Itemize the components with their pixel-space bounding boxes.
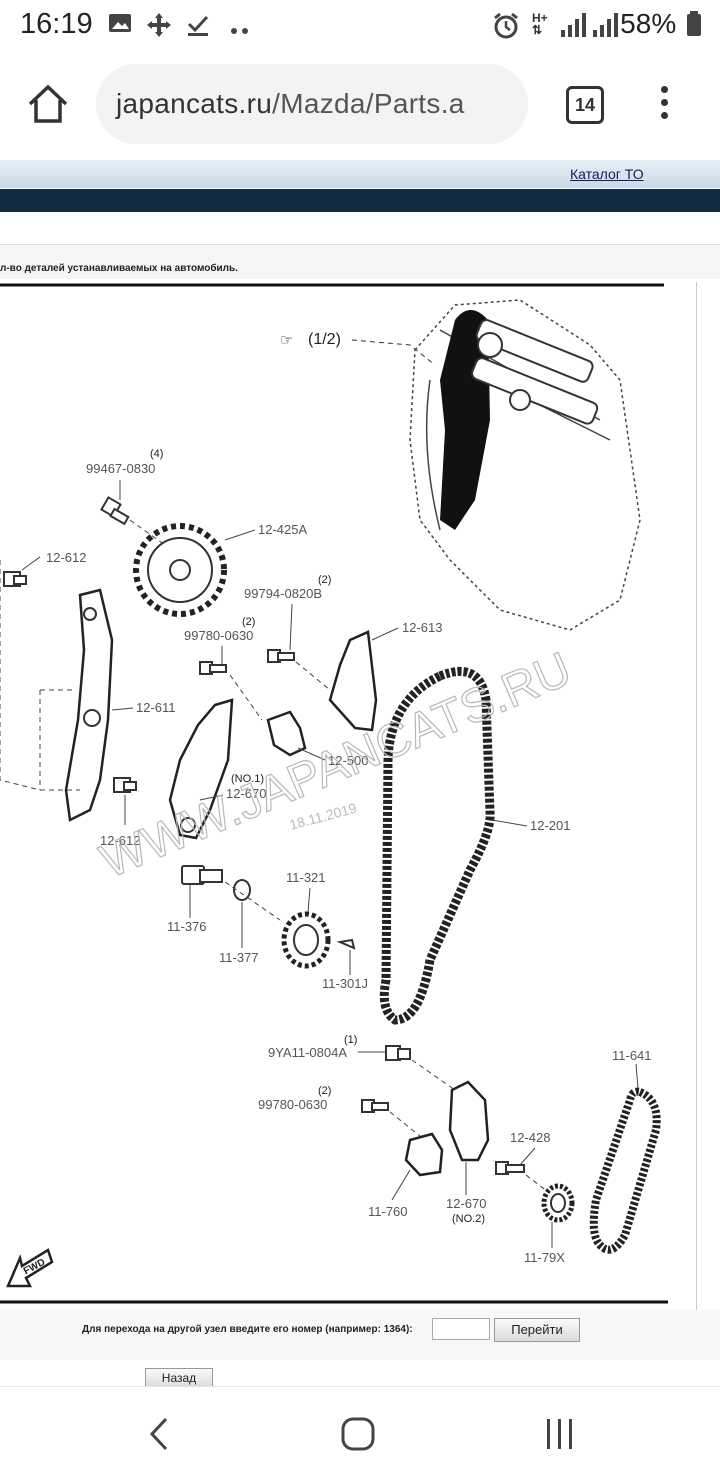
battery-icon bbox=[687, 11, 701, 36]
url-path: /Mazda/Parts.a bbox=[272, 88, 465, 119]
label-no2: (NO.2) bbox=[452, 1213, 485, 1225]
qty-99794: (2) bbox=[318, 574, 331, 586]
browser-toolbar: japancats.ru/Mazda/Parts.a 14 bbox=[0, 62, 720, 148]
nav-back-icon[interactable] bbox=[146, 1417, 172, 1456]
label-12-611[interactable]: 12-611 bbox=[136, 700, 176, 715]
label-11-376[interactable]: 11-376 bbox=[167, 919, 207, 934]
pivot-bolt-12-612-upper bbox=[3, 571, 27, 587]
label-ref[interactable]: (1/2) bbox=[308, 331, 341, 348]
label-12-500[interactable]: 12-500 bbox=[328, 753, 368, 768]
qty-99780-upper: (2) bbox=[242, 616, 255, 628]
plug-9ya11 bbox=[385, 1045, 411, 1061]
status-bar: 16:19 H+⇅ 58% bbox=[0, 0, 720, 50]
goto-node-form: Для перехода на другой узел введите его … bbox=[0, 1310, 720, 1360]
label-99780-0630-lower[interactable]: 99780-0630 bbox=[258, 1097, 327, 1112]
label-12-613[interactable]: 12-613 bbox=[402, 620, 442, 635]
sprocket-12-425a[interactable] bbox=[133, 523, 227, 617]
label-99467-0830[interactable]: 99467-0830 bbox=[86, 461, 155, 476]
label-11-760[interactable]: 11-760 bbox=[368, 1204, 408, 1219]
label-12-201[interactable]: 12-201 bbox=[530, 818, 570, 833]
oil-pump-chain-11-641[interactable] bbox=[589, 1087, 661, 1254]
label-12-612-upper[interactable]: 12-612 bbox=[46, 550, 86, 565]
bolt-99467 bbox=[100, 496, 130, 526]
washer-11-377 bbox=[233, 879, 251, 901]
catalog-to-link[interactable]: Каталог ТО bbox=[570, 166, 644, 182]
download-done-icon bbox=[186, 12, 210, 42]
site-banner: Каталог ТО bbox=[0, 160, 720, 188]
label-11-301j[interactable]: 11-301J bbox=[322, 976, 368, 991]
move-icon bbox=[146, 12, 172, 44]
bolt-99780-lower bbox=[361, 1099, 389, 1113]
bolt-11-376 bbox=[181, 865, 223, 885]
goto-button[interactable]: Перейти bbox=[494, 1318, 580, 1342]
label-11-377[interactable]: 11-377 bbox=[219, 950, 259, 965]
fwd-arrow-icon bbox=[6, 1248, 54, 1288]
status-time: 16:19 bbox=[20, 8, 93, 40]
label-12-428[interactable]: 12-428 bbox=[510, 1130, 550, 1145]
chain-guide-12-613[interactable] bbox=[328, 630, 378, 732]
chain-guide-12-611[interactable] bbox=[64, 588, 114, 822]
browser-menu-button[interactable] bbox=[654, 86, 674, 126]
node-number-input[interactable] bbox=[432, 1318, 490, 1340]
label-12-425a[interactable]: 12-425A bbox=[258, 522, 307, 537]
image-icon bbox=[108, 12, 132, 40]
crank-sprocket-11-321[interactable] bbox=[281, 911, 331, 969]
bolt-12-428 bbox=[495, 1161, 525, 1175]
tabs-button[interactable]: 14 bbox=[566, 86, 604, 124]
label-11-641[interactable]: 11-641 bbox=[612, 1048, 652, 1063]
info-text: л-во деталей устанавливаемых на автомоби… bbox=[0, 263, 238, 274]
qty-99780-lower: (2) bbox=[318, 1085, 331, 1097]
label-99794-0820b[interactable]: 99794-0820B bbox=[244, 586, 322, 601]
parts-diagram: ☞ (1/2) (4) 99467-0830 12-425A 12-612 12… bbox=[0, 282, 697, 1311]
alarm-icon bbox=[492, 12, 520, 46]
site-navbar bbox=[0, 189, 720, 212]
tensioner-11-760[interactable] bbox=[404, 1132, 444, 1177]
data-icon: H+⇅ bbox=[532, 11, 548, 37]
battery-percent: 58% bbox=[620, 8, 677, 39]
address-bar[interactable]: japancats.ru/Mazda/Parts.a bbox=[96, 64, 528, 144]
home-button[interactable] bbox=[26, 82, 70, 126]
qty-9ya11: (1) bbox=[344, 1034, 357, 1046]
label-11-321[interactable]: 11-321 bbox=[286, 870, 326, 885]
home-icon bbox=[28, 84, 68, 123]
bolt-99780-upper bbox=[199, 661, 227, 675]
label-9ya11-0804a[interactable]: 9YA11-0804A bbox=[268, 1045, 347, 1060]
bolt-99794 bbox=[267, 649, 295, 663]
camshafts bbox=[471, 319, 599, 425]
label-no1: (NO.1) bbox=[231, 773, 264, 785]
nav-recents-icon[interactable] bbox=[544, 1417, 576, 1456]
label-12-670-no2[interactable]: 12-670 bbox=[446, 1196, 486, 1211]
ref-arrow-icon: ☞ bbox=[280, 332, 293, 349]
tensioner-arm-12-670-no1[interactable] bbox=[168, 698, 234, 840]
label-99780-0630-upper[interactable]: 99780-0630 bbox=[184, 628, 253, 643]
label-11-79x[interactable]: 11-79X bbox=[524, 1250, 565, 1265]
signal-icon bbox=[560, 12, 586, 44]
nav-home-icon[interactable] bbox=[340, 1417, 376, 1456]
more-dots-icon bbox=[230, 16, 250, 42]
info-bar: л-во деталей устанавливаемых на автомоби… bbox=[0, 244, 720, 279]
tensioner-12-500[interactable] bbox=[266, 710, 307, 757]
label-12-612-lower[interactable]: 12-612 bbox=[100, 833, 140, 848]
woodruff-key-11-301j bbox=[336, 938, 356, 950]
timing-chain-12-201[interactable] bbox=[379, 667, 495, 1025]
battery-status: 58% bbox=[620, 8, 702, 40]
system-nav-bar bbox=[0, 1386, 720, 1481]
label-12-670-no1[interactable]: 12-670 bbox=[226, 786, 266, 801]
back-button[interactable]: Назад bbox=[145, 1368, 213, 1388]
sprocket-11-79x[interactable] bbox=[541, 1183, 575, 1223]
pivot-bolt-12-612-lower bbox=[113, 777, 137, 793]
url-domain: japancats.ru bbox=[116, 88, 273, 119]
goto-label: Для перехода на другой узел введите его … bbox=[82, 1324, 413, 1335]
address-text: japancats.ru/Mazda/Parts.a bbox=[116, 88, 465, 120]
diagram-canvas: ☞ (1/2) (4) 99467-0830 12-425A 12-612 12… bbox=[0, 283, 668, 1304]
tensioner-arm-12-670-no2[interactable] bbox=[448, 1080, 490, 1162]
qty-99467: (4) bbox=[150, 448, 163, 460]
signal-icon bbox=[592, 12, 618, 44]
data-label: H+ bbox=[532, 11, 548, 25]
